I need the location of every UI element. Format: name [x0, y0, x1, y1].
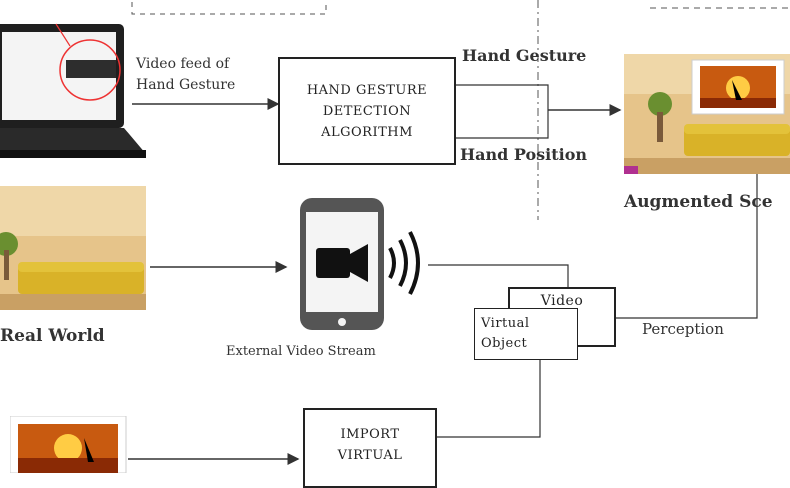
detection-line2: DETECTION	[322, 103, 412, 119]
phone-camera-icon	[300, 198, 420, 330]
import-to-object-line	[436, 358, 541, 438]
laptop-icon	[0, 23, 146, 158]
hand-position-line	[456, 110, 549, 139]
phone-to-video-line	[428, 264, 569, 287]
perception-line	[614, 170, 758, 319]
virtual-object-box: Virtual Object	[474, 308, 578, 360]
augmented-scene-label: Augmented Sce	[624, 192, 773, 212]
top-dashed-box	[131, 2, 327, 15]
external-video-stream-label: External Video Stream	[226, 344, 376, 359]
perception-label: Perception	[642, 320, 724, 338]
import-virtual-box: IMPORT VIRTUAL	[303, 408, 437, 488]
real-world-image	[0, 186, 146, 310]
detection-line1: HAND GESTURE	[306, 82, 428, 98]
connector-lines	[128, 0, 790, 465]
video-feed-label: Video feed of Hand Gesture	[136, 56, 236, 93]
virtual-object-image	[10, 416, 127, 473]
hand-position-label: Hand Position	[460, 145, 588, 164]
detection-line3: ALGORITHM	[321, 124, 413, 140]
hand-gesture-label: Hand Gesture	[462, 46, 587, 65]
augmented-scene-image	[624, 54, 790, 174]
real-world-label: Real World	[0, 326, 105, 346]
hand-gesture-line	[456, 84, 549, 110]
hand-gesture-detection-box: HAND GESTURE DETECTION ALGORITHM	[278, 57, 456, 165]
